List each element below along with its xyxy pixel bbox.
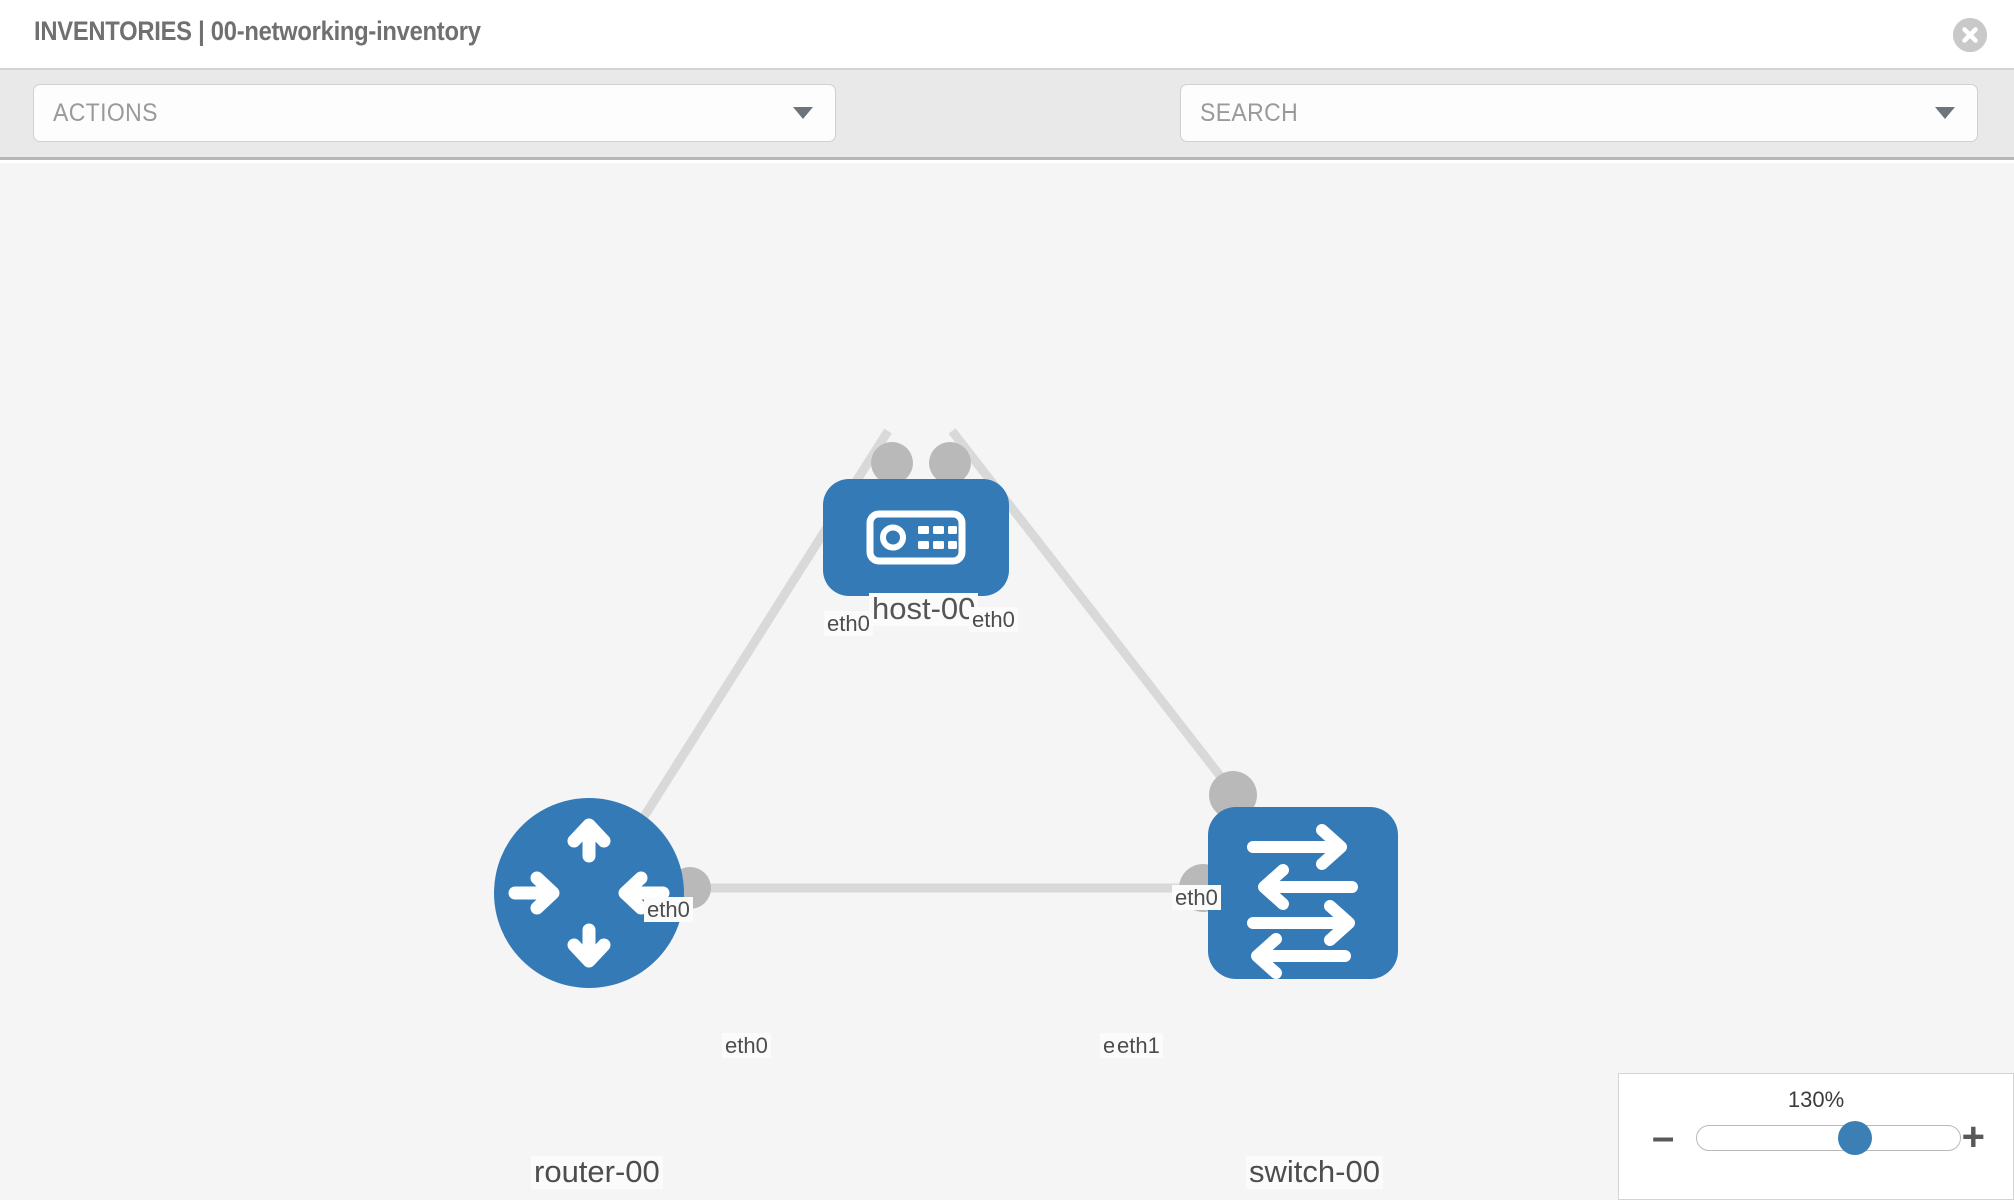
- zoom-in-button[interactable]: +: [1961, 1115, 1985, 1159]
- zoom-slider[interactable]: [1696, 1121, 1961, 1155]
- node-label-router-00: router-00: [531, 1155, 663, 1189]
- toolbar: ACTIONS SEARCH: [0, 68, 2014, 203]
- close-icon[interactable]: [1953, 18, 1987, 52]
- search-input[interactable]: SEARCH: [1180, 84, 1978, 142]
- chevron-down-icon[interactable]: [1935, 107, 1955, 119]
- iface-label-host-eth0-right: eth0: [969, 607, 1018, 633]
- actions-dropdown[interactable]: ACTIONS: [33, 84, 836, 142]
- iface-label-host-eth0-left: eth0: [824, 611, 873, 637]
- nub-host-eth0-right: [929, 442, 971, 484]
- zoom-slider-thumb[interactable]: [1837, 1121, 1872, 1155]
- page-header: INVENTORIES | 00-networking-inventory: [0, 0, 2014, 68]
- zoom-percent-label: 130%: [1787, 1087, 1845, 1112]
- topology-canvas[interactable]: eth0 host-00 eth0 eth0 eth0 eth0 eth0 et…: [0, 163, 2014, 1200]
- page-title: INVENTORIES | 00-networking-inventory: [34, 16, 481, 46]
- iface-label-switch-eth1: eth1: [1114, 1033, 1163, 1059]
- node-label-host-00: host-00: [869, 592, 979, 626]
- zoom-control-panel: 130% – +: [1618, 1073, 2014, 1200]
- node-label-switch-00: switch-00: [1246, 1155, 1383, 1189]
- node-switch-00: [1208, 807, 1398, 979]
- chevron-down-icon: [793, 107, 813, 119]
- iface-label-switch-eth0-uplink: eth0: [1172, 885, 1221, 911]
- iface-label-router-eth0: eth0: [722, 1033, 771, 1059]
- node-router-00: [494, 798, 684, 988]
- actions-dropdown-label: ACTIONS: [53, 99, 158, 127]
- zoom-out-button[interactable]: –: [1652, 1115, 1675, 1159]
- search-placeholder: SEARCH: [1200, 99, 1299, 127]
- iface-label-router-eth0-uplink: eth0: [644, 897, 693, 923]
- nub-host-eth0-left: [871, 442, 913, 484]
- node-host-00: [823, 479, 1009, 596]
